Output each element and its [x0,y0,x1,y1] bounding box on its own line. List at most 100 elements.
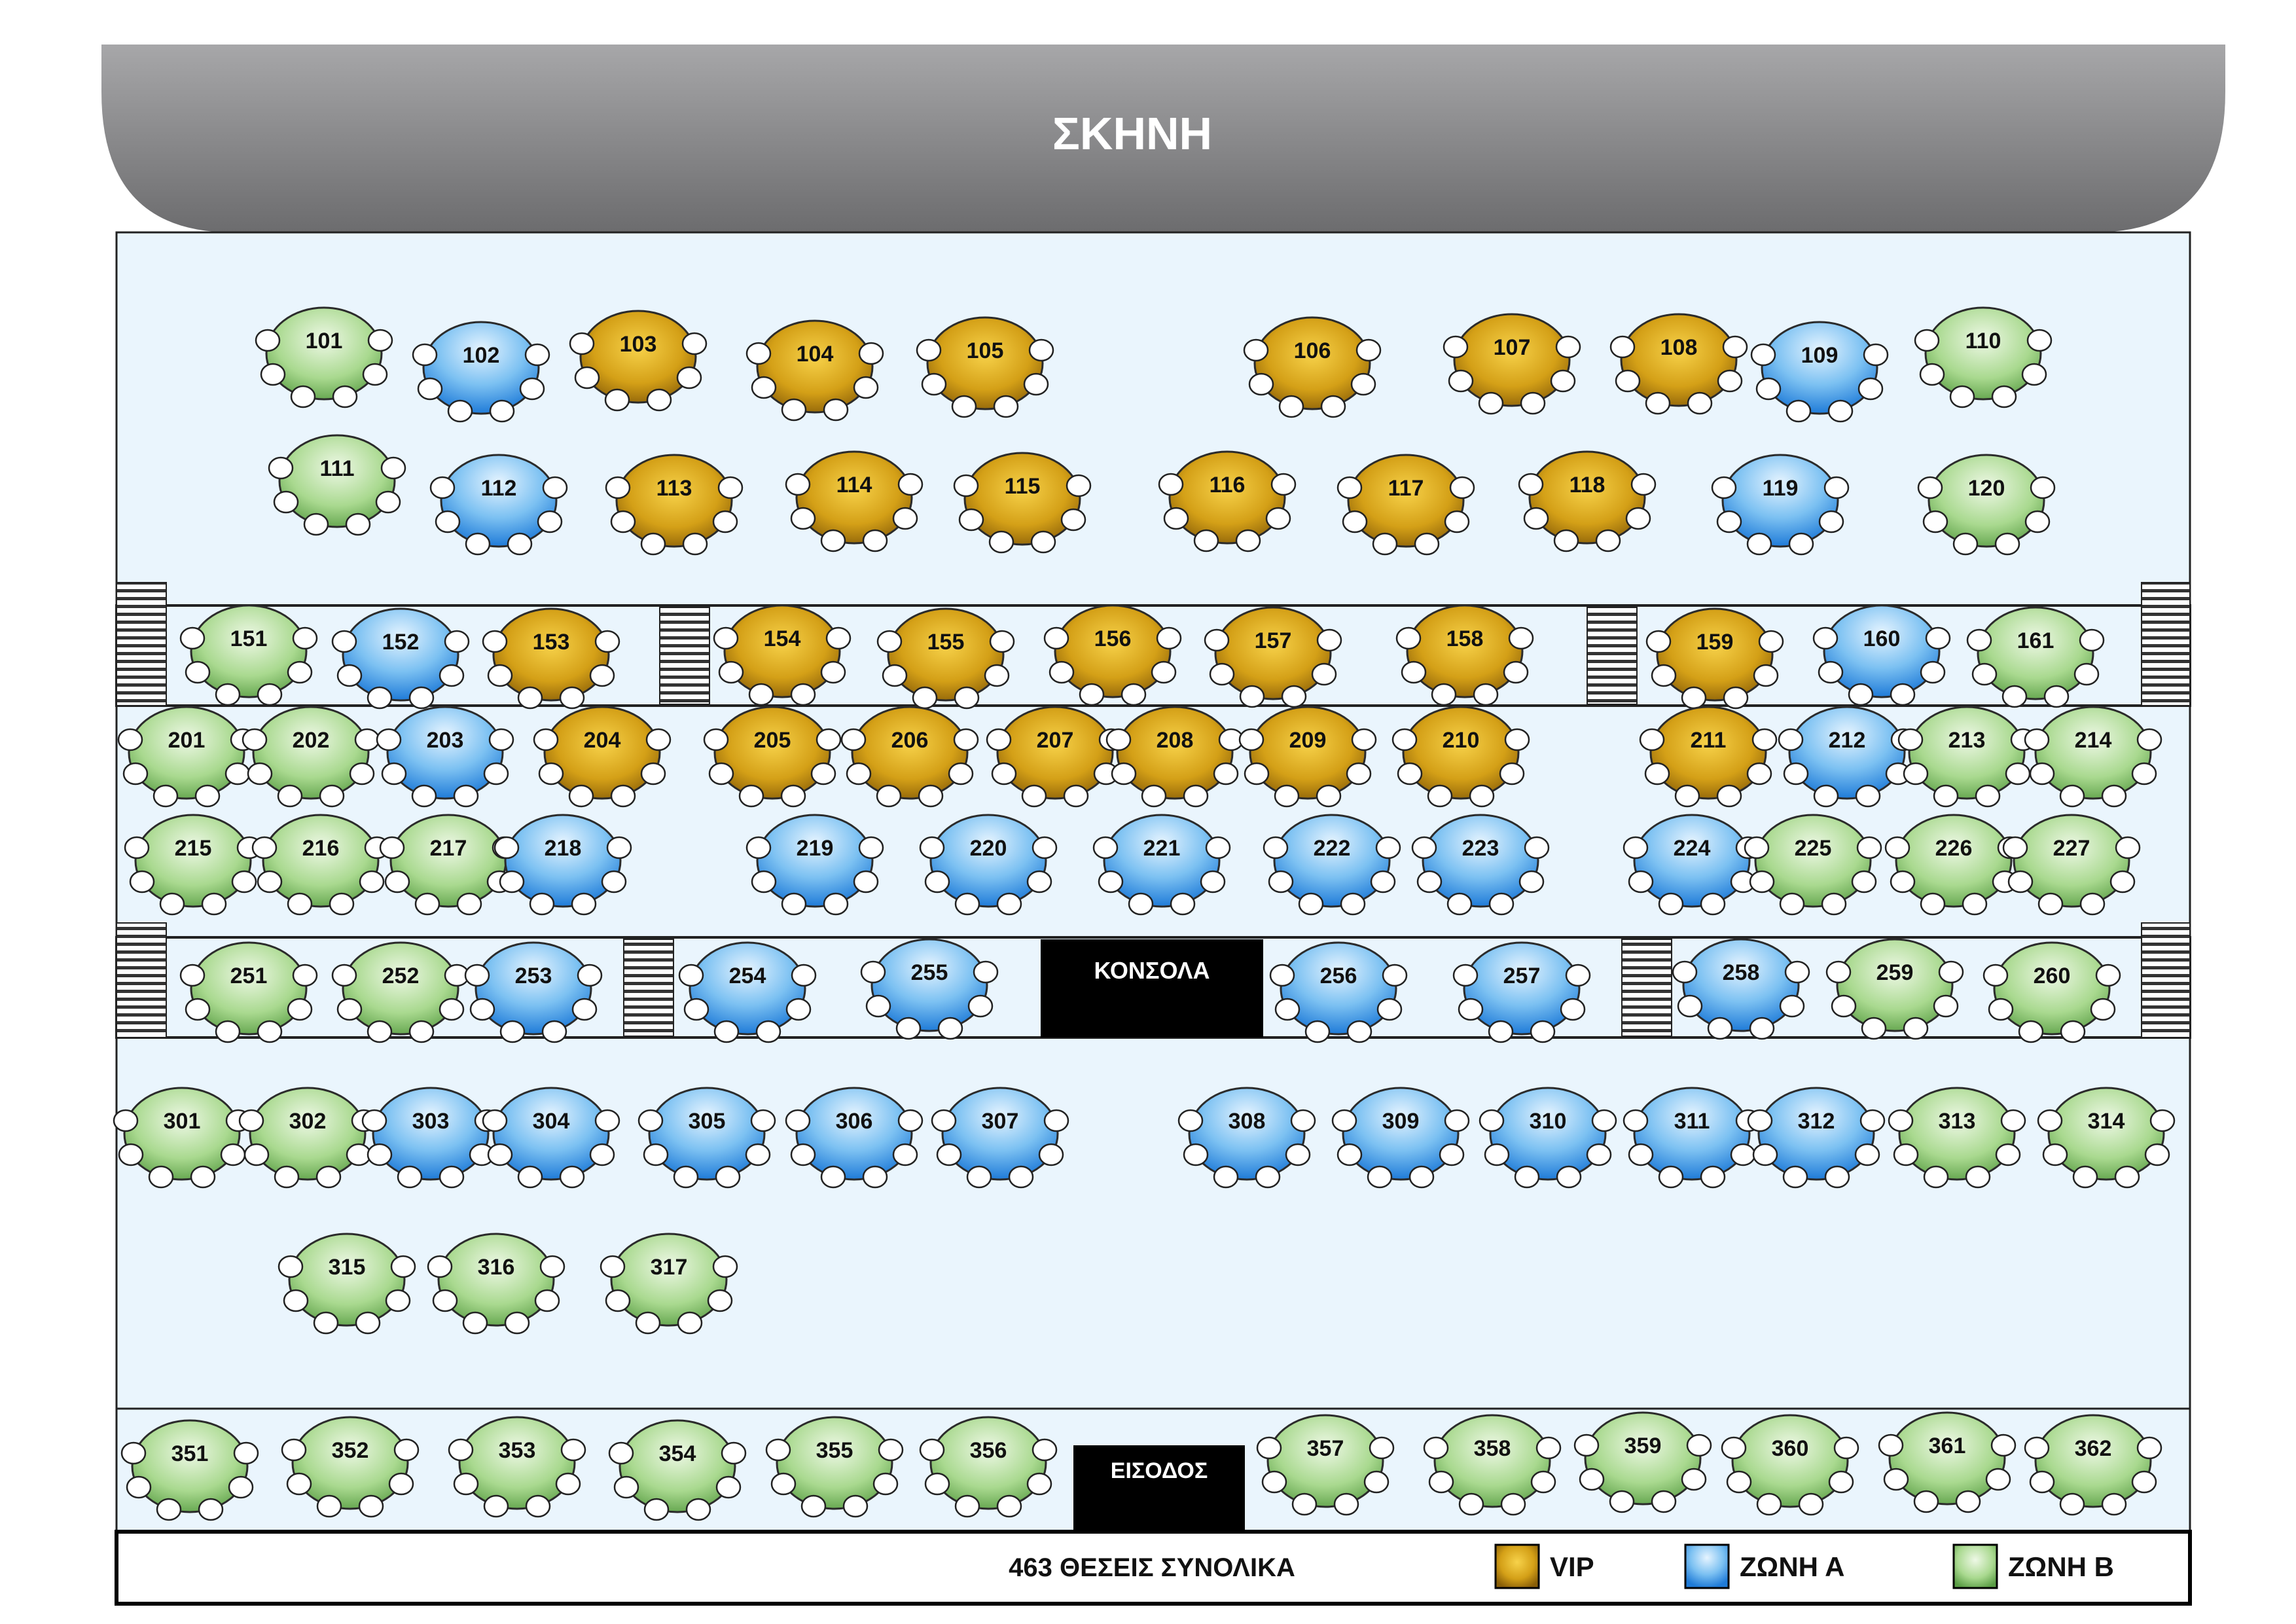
seat-259-6[interactable] [1903,1017,1929,1040]
seat-119-3[interactable] [1716,510,1742,533]
seat-258-5[interactable] [1707,1017,1733,1040]
seat-116-3[interactable] [1163,507,1189,530]
seat-360-4[interactable] [1828,1470,1854,1494]
table-257-top[interactable] [1463,941,1581,1036]
seat-362-4[interactable] [2131,1470,2157,1494]
seat-223-1[interactable] [1411,836,1437,859]
table-110[interactable]: 110 [1914,306,2053,408]
seat-161-4[interactable] [2073,662,2100,686]
table-211[interactable]: 211 [1639,706,1778,808]
seat-202-6[interactable] [319,784,345,808]
seat-251-5[interactable] [215,1020,241,1043]
seat-252-6[interactable] [408,1020,435,1043]
seat-105-1[interactable] [916,338,942,362]
seat-118-1[interactable] [1518,473,1544,496]
seat-116-5[interactable] [1193,529,1219,552]
seat-362-2[interactable] [2136,1436,2162,1460]
seat-256-6[interactable] [1346,1020,1372,1043]
table-258-top[interactable] [1682,938,1800,1032]
table-154-top[interactable] [723,604,841,698]
seat-117-4[interactable] [1444,510,1470,533]
table-155[interactable]: 155 [876,607,1015,710]
seat-108-1[interactable] [1609,335,1636,359]
table-353-top[interactable] [458,1416,576,1510]
seat-209-4[interactable] [1346,762,1372,785]
table-360-top[interactable] [1731,1414,1849,1508]
seat-307-4[interactable] [1038,1143,1064,1166]
seat-306-1[interactable] [785,1109,811,1132]
seat-218-2[interactable] [606,836,632,859]
seat-214-1[interactable] [2024,728,2050,751]
seat-357-6[interactable] [1333,1492,1359,1516]
seat-313-6[interactable] [1965,1165,1991,1189]
seat-356-1[interactable] [919,1438,945,1462]
seat-258-3[interactable] [1677,994,1703,1018]
seat-359-4[interactable] [1681,1468,1707,1491]
seat-353-1[interactable] [448,1438,474,1462]
seat-304-5[interactable] [517,1165,543,1189]
table-359[interactable]: 359 [1573,1411,1712,1513]
seat-153-4[interactable] [589,664,615,687]
seat-205-3[interactable] [708,762,734,785]
table-101-top[interactable] [265,306,383,401]
seat-212-5[interactable] [1813,784,1839,808]
table-252-top[interactable] [342,941,459,1036]
seat-313-1[interactable] [1888,1109,1914,1132]
seat-310-3[interactable] [1484,1143,1510,1166]
seat-302-5[interactable] [274,1165,300,1189]
seat-107-2[interactable] [1555,335,1581,359]
seat-309-5[interactable] [1367,1165,1393,1189]
seat-223-5[interactable] [1446,892,1473,916]
seat-117-1[interactable] [1336,476,1363,499]
seat-303-1[interactable] [361,1109,387,1132]
seat-210-1[interactable] [1391,728,1418,751]
seat-159-4[interactable] [1753,664,1779,687]
table-220[interactable]: 220 [919,814,1058,916]
table-213[interactable]: 213 [1897,706,2036,808]
table-223-top[interactable] [1422,814,1539,908]
seat-225-1[interactable] [1744,836,1770,859]
seat-154-2[interactable] [825,626,852,650]
seat-103-1[interactable] [569,332,595,355]
seat-255-6[interactable] [937,1017,963,1040]
table-209[interactable]: 209 [1238,706,1377,808]
seat-258-4[interactable] [1779,994,1805,1018]
table-161[interactable]: 161 [1966,606,2105,708]
table-227-top[interactable] [2013,814,2130,908]
seat-215-1[interactable] [124,836,150,859]
table-253[interactable]: 253 [464,941,603,1043]
seat-355-5[interactable] [800,1494,827,1518]
seat-115-6[interactable] [1030,530,1056,554]
table-206-top[interactable] [851,706,969,800]
seat-315-3[interactable] [283,1289,309,1312]
seat-113-1[interactable] [605,476,631,499]
seat-154-6[interactable] [790,683,816,706]
seat-206-4[interactable] [948,762,974,785]
seat-210-3[interactable] [1397,762,1423,785]
seat-362-1[interactable] [2024,1436,2050,1460]
seat-151-4[interactable] [287,660,313,684]
seat-156-3[interactable] [1049,660,1075,684]
seat-104-4[interactable] [853,376,879,399]
seat-114-1[interactable] [785,473,811,496]
table-225-top[interactable] [1754,814,1872,908]
table-157[interactable]: 157 [1204,606,1342,708]
seat-361-3[interactable] [1883,1468,1909,1491]
table-315[interactable]: 315 [278,1233,416,1335]
seat-205-2[interactable] [816,728,842,751]
seat-362-6[interactable] [2101,1492,2127,1516]
seat-202-5[interactable] [277,784,303,808]
table-157-top[interactable] [1214,606,1332,700]
seat-153-2[interactable] [594,630,620,653]
table-314-top[interactable] [2047,1087,2165,1181]
seat-213-4[interactable] [2005,762,2031,785]
table-156[interactable]: 156 [1043,604,1182,706]
table-106[interactable]: 106 [1243,316,1382,418]
table-105[interactable]: 105 [916,316,1054,418]
table-114[interactable]: 114 [785,450,924,552]
table-226-top[interactable] [1895,814,2013,908]
seat-206-2[interactable] [953,728,979,751]
seat-217-5[interactable] [414,892,440,916]
seat-312-6[interactable] [1824,1165,1850,1189]
seat-155-5[interactable] [912,686,938,710]
